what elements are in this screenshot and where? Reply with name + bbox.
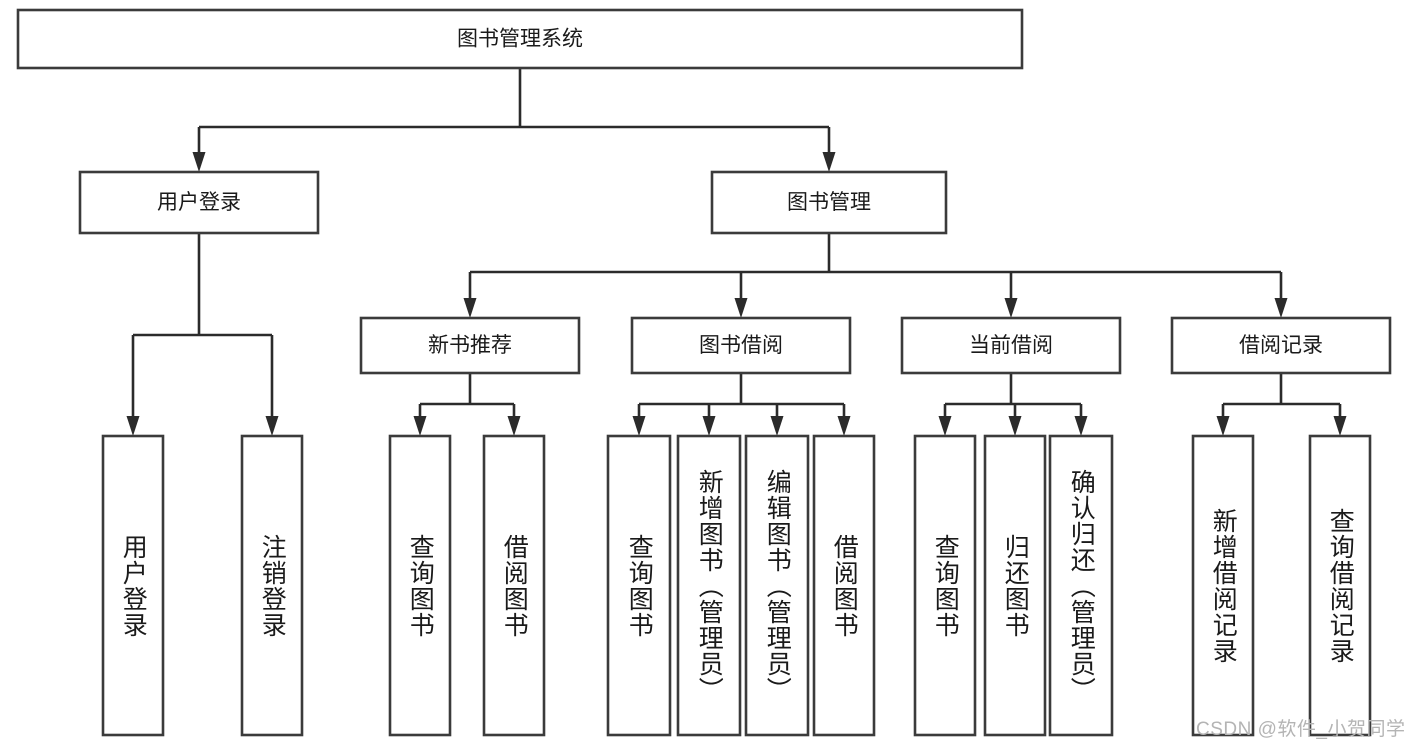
node-label-borrow-record: 借阅记录 [1239,334,1323,357]
node-box-leaf-borrow-book-recommend [482,434,546,737]
arrow-head-icon-borrow-record [1274,298,1288,318]
node-box-leaf-edit-book-admin [744,434,810,737]
arrow-head-icon-user-login [192,152,206,172]
arrow-head-icon-leaf-edit-book-admin [770,416,784,436]
node-box-leaf-add-borrow-record [1191,434,1255,737]
node-label-current-borrow: 当前借阅 [969,334,1053,357]
arrow-head-icon-leaf-user-login [126,416,140,436]
node-label-new-book-recommend: 新书推荐 [428,334,512,357]
node-box-leaf-query-borrow-record [1308,434,1372,737]
node-label-book-borrow: 图书借阅 [699,334,783,357]
arrow-head-icon-leaf-query-book-current [938,416,952,436]
node-box-leaf-query-book-current [913,434,977,737]
node-box-leaf-query-book-borrow [606,434,672,737]
node-box-leaf-user-login [101,434,165,737]
arrow-head-icon-leaf-logout-login [265,416,279,436]
csdn-watermark: CSDN @软件_小贺同学 [1196,719,1405,740]
node-box-book-borrow [630,316,852,375]
arrow-head-icon-leaf-borrow-book [837,416,851,436]
node-box-borrow-record [1170,316,1392,375]
node-box-root [16,8,1024,70]
connectors-layer [126,68,1347,436]
arrow-head-icon-leaf-add-book-admin [702,416,716,436]
node-label-user-login: 用户登录 [157,191,241,214]
node-box-leaf-add-book-admin [676,434,742,737]
node-box-leaf-return-book [983,434,1047,737]
arrow-head-icon-leaf-add-borrow-record [1216,416,1230,436]
arrow-head-icon-leaf-query-borrow-record [1333,416,1347,436]
node-box-book-management [710,170,948,235]
node-label-root: 图书管理系统 [457,28,583,51]
node-box-current-borrow [900,316,1122,375]
node-box-new-book-recommend [359,316,581,375]
arrow-head-icon-leaf-return-book [1008,416,1022,436]
node-box-leaf-query-book-recommend [388,434,452,737]
node-box-user-login [78,170,320,235]
arrow-head-icon-leaf-borrow-book-recommend [507,416,521,436]
node-box-leaf-borrow-book [812,434,876,737]
arrow-head-icon-book-borrow [734,298,748,318]
arrow-head-icon-book-management [822,152,836,172]
node-box-leaf-confirm-return-admin [1048,434,1114,737]
arrow-head-icon-new-book-recommend [463,298,477,318]
node-label-book-management: 图书管理 [787,191,871,214]
arrow-head-icon-leaf-query-book-borrow [632,416,646,436]
arrow-head-icon-leaf-query-book-recommend [413,416,427,436]
node-box-leaf-logout-login [240,434,304,737]
arrow-head-icon-current-borrow [1004,298,1018,318]
boxes-layer [16,8,1392,737]
arrow-head-icon-leaf-confirm-return-admin [1074,416,1088,436]
